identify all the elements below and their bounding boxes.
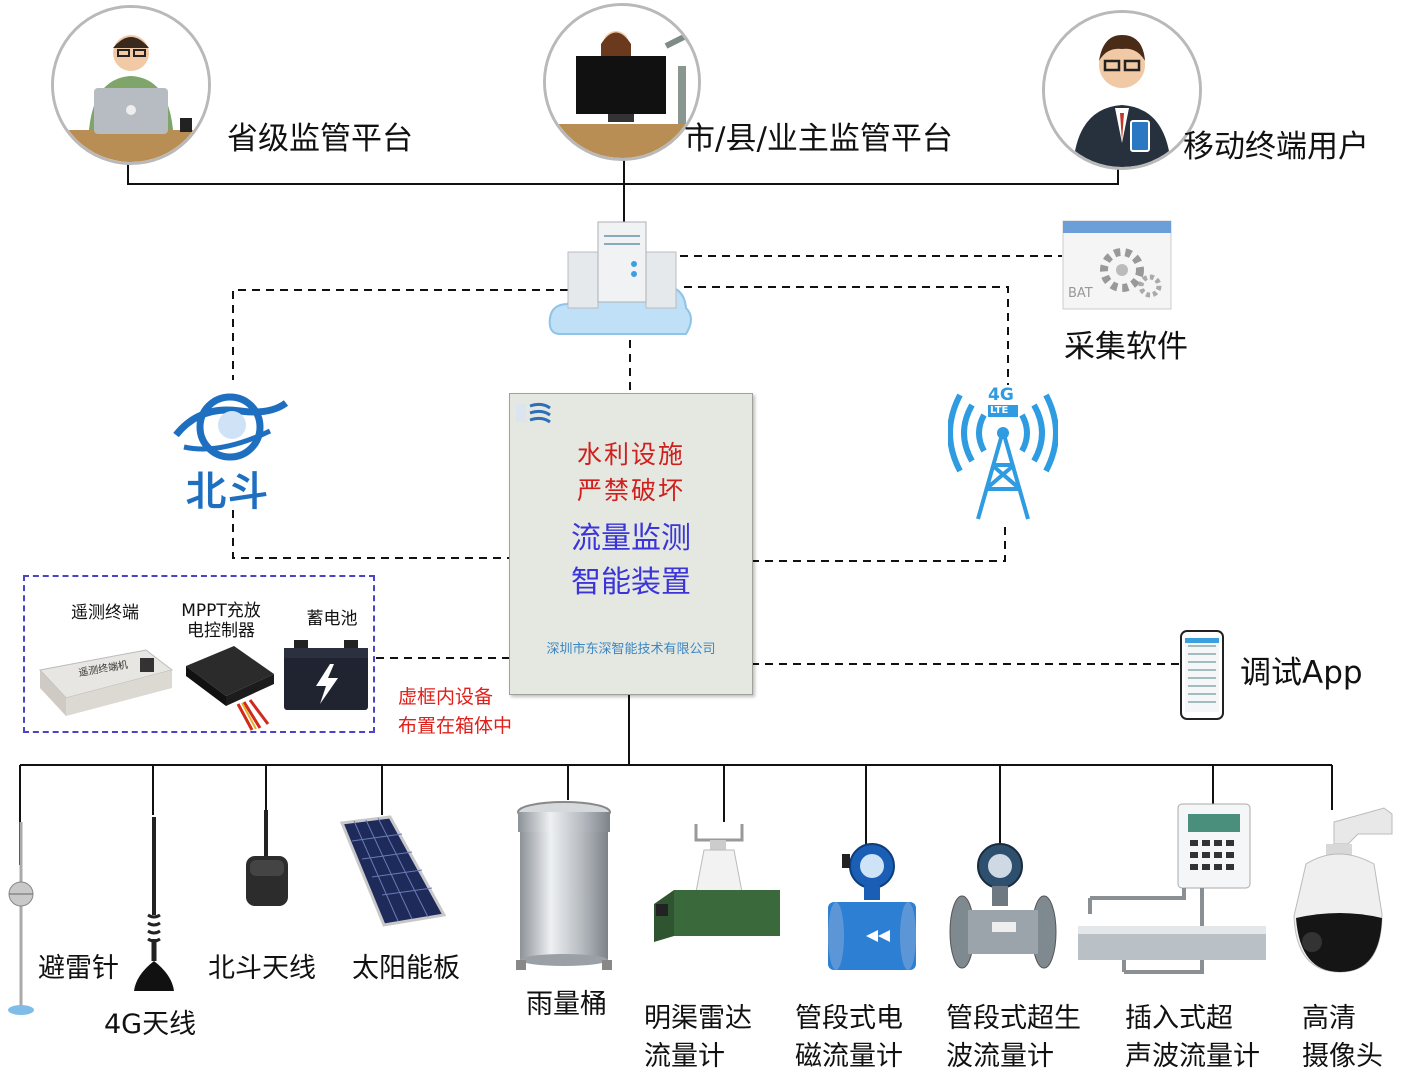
cabinet-warning-line1: 水利设施 [576, 440, 685, 469]
flow-monitoring-cabinet: 水利设施 严禁破坏 流量监测 智能装置 深圳市东深智能技术有限公司 [509, 393, 753, 695]
company-logo-icon [514, 400, 554, 426]
mppt-controller-icon [182, 640, 278, 732]
cabinet-company: 深圳市东深智能技术有限公司 [546, 642, 716, 657]
beidou-logo-icon: 北斗 [170, 385, 290, 515]
cabinet-title-line2: 智能装置 [571, 565, 691, 600]
mobile-user-label: 移动终端用户 [1183, 129, 1369, 165]
city-platform-label: 市/县/业主监管平台 [684, 121, 953, 157]
cloud-server-icon [546, 218, 696, 350]
em-flowmeter-label: 管段式电 磁流量计 [795, 1003, 903, 1072]
cabinet-title-line1: 流量监测 [571, 521, 691, 556]
mobile-user-avatar [1042, 10, 1202, 170]
bat-software-icon: BAT [1062, 220, 1172, 310]
rain-gauge-icon [514, 798, 614, 974]
bottom-bus [19, 693, 1333, 865]
city-user-avatar [543, 3, 701, 161]
rtu-device-icon: 遥测终端机 [36, 640, 176, 718]
bat-label: BAT [1068, 286, 1093, 301]
lightning-rod-icon [6, 820, 36, 1020]
provincial-user-avatar [51, 5, 211, 165]
ultrasonic-flowmeter-icon [948, 842, 1058, 972]
beidou-label: 北斗 [186, 469, 270, 515]
phone-app-icon [1180, 630, 1224, 720]
controller-label: MPPT充放 电控制器 [181, 601, 261, 641]
cabinet-warning-line2: 严禁破坏 [576, 476, 685, 505]
antenna-4g-icon [132, 815, 176, 997]
radar-flowmeter-icon [652, 818, 780, 942]
rtu-label: 遥测终端 [71, 603, 139, 623]
rain-gauge-label: 雨量桶 [526, 989, 607, 1020]
in-cabinet-note: 虚框内设备 布置在箱体中 [398, 686, 513, 737]
solar-panel-label: 太阳能板 [352, 953, 460, 984]
battery-label: 蓄电池 [306, 609, 358, 629]
in-cabinet-equipment-frame [23, 575, 375, 733]
beidou-antenna-label: 北斗天线 [208, 953, 316, 984]
provincial-platform-label: 省级监管平台 [227, 121, 413, 157]
ultrasonic-flowmeter-label: 管段式超生 波流量计 [946, 1003, 1081, 1072]
dashed-links [232, 255, 1180, 665]
solar-panel-icon [339, 815, 447, 927]
insertion-ultrasonic-flowmeter-label: 插入式超 声波流量计 [1125, 1003, 1260, 1072]
hd-camera-label: 高清 摄像头 [1302, 1003, 1383, 1072]
collection-software-label: 采集软件 [1064, 329, 1188, 365]
debug-app-label: 调试App [1240, 655, 1363, 691]
radar-flowmeter-label: 明渠雷达 流量计 [644, 1003, 752, 1072]
lte-4g-text: 4G [988, 385, 1014, 405]
insertion-ultrasonic-flowmeter-icon [1076, 802, 1268, 980]
antenna-4g-label: 4G天线 [104, 1009, 197, 1040]
lte-tower-icon: 4G LTE [947, 385, 1059, 525]
em-flowmeter-icon [826, 842, 918, 972]
hd-camera-icon [1288, 804, 1400, 976]
beidou-antenna-icon [240, 810, 292, 910]
battery-icon [282, 638, 370, 712]
lightning-rod-label: 避雷针 [38, 953, 119, 984]
lte-text: LTE [990, 405, 1009, 416]
